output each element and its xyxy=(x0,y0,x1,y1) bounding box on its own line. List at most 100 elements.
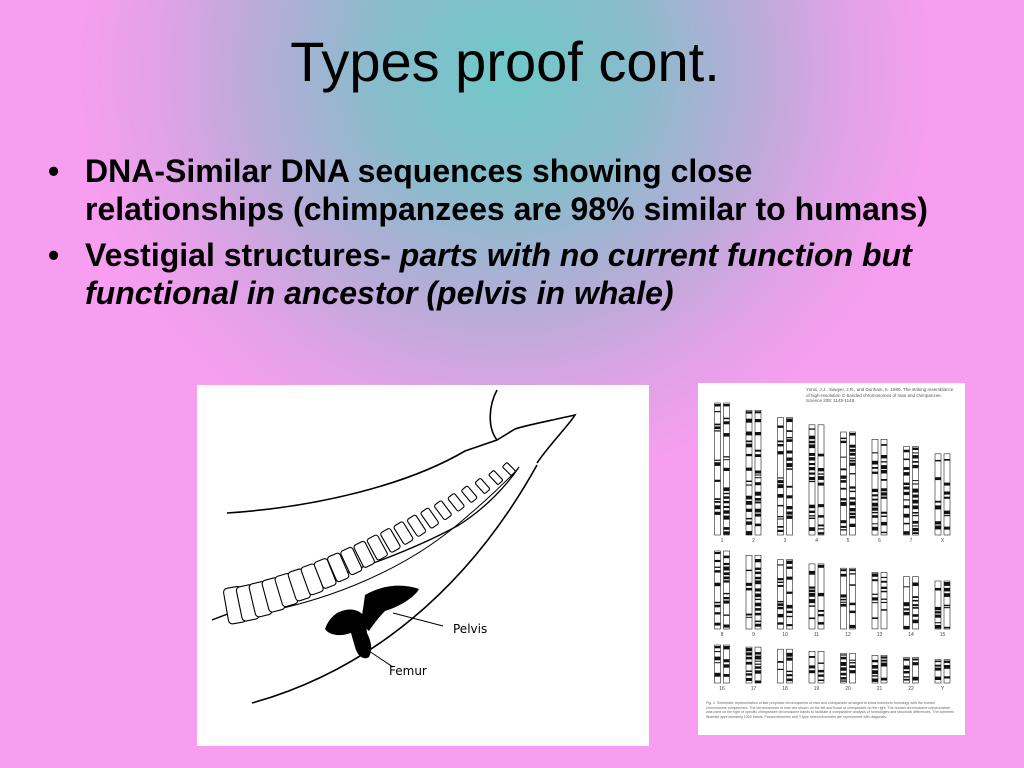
chromosome-band xyxy=(849,444,856,448)
chromosome-band xyxy=(723,597,730,600)
chromosome-band xyxy=(755,660,761,662)
chromosome-number-label: 15 xyxy=(940,632,946,638)
chromosome-band xyxy=(872,678,878,682)
chromosome-band xyxy=(872,511,878,514)
chromosome-band xyxy=(944,459,950,461)
chromosome-band xyxy=(809,517,815,519)
chromosome-band xyxy=(755,580,761,585)
chromosome-band xyxy=(755,663,761,665)
chromosome-band xyxy=(746,411,752,414)
vertebra xyxy=(340,546,363,576)
chromosome-band xyxy=(714,672,721,677)
chromosome-band xyxy=(840,569,847,572)
chromosome-band xyxy=(786,678,793,682)
chromosome-band xyxy=(809,527,815,531)
chromosome-band xyxy=(755,559,761,563)
chromosome-band xyxy=(903,676,910,678)
chromosome xyxy=(817,650,825,684)
chromosome-band xyxy=(777,600,784,603)
chromosome xyxy=(934,580,942,630)
chromosome-band xyxy=(746,467,752,471)
chromosome-band xyxy=(746,673,752,676)
chromosome-band xyxy=(912,607,919,609)
chromosome-band xyxy=(872,502,878,507)
chromosome-band xyxy=(840,525,847,528)
chromosome-band xyxy=(786,670,793,673)
bullet-dna-text: DNA-Similar DNA sequences showing close … xyxy=(85,153,928,227)
chromosome-number-label: 12 xyxy=(845,632,851,638)
chromosome xyxy=(849,653,856,684)
chromosome xyxy=(849,431,856,536)
chromosome-band xyxy=(840,677,847,680)
chromosome-band xyxy=(786,591,793,594)
chromosome-band xyxy=(714,552,721,555)
chromosome-band xyxy=(849,497,856,500)
chromosome-band xyxy=(881,465,887,469)
chromosome-band xyxy=(809,570,815,575)
chromosome-band xyxy=(818,610,824,612)
chromosome-band xyxy=(881,492,887,496)
chromosome-band xyxy=(755,620,761,623)
chromosome-band xyxy=(809,617,815,620)
chromosome-band xyxy=(777,581,784,583)
chromosome-band xyxy=(912,499,919,504)
whale-vertebrae xyxy=(223,462,516,625)
chromosome-band xyxy=(881,576,887,578)
chromosome-band xyxy=(944,593,950,597)
chromosome-band xyxy=(723,456,730,458)
chromosome-number-label: X xyxy=(941,538,945,544)
vertebra xyxy=(461,485,478,503)
chromosome-band xyxy=(786,437,793,439)
chromosome-band xyxy=(755,419,761,423)
chromosome-band xyxy=(881,455,887,459)
chromosome-number-label: 1 xyxy=(721,538,724,544)
chromosome-band xyxy=(818,564,824,568)
chromosome xyxy=(777,417,784,536)
chromosome-band xyxy=(840,672,847,676)
chromosome-band xyxy=(714,566,721,568)
chromosome-band xyxy=(723,417,730,420)
chromosome xyxy=(840,567,847,630)
chromosome-band xyxy=(840,468,847,471)
vertebra xyxy=(502,462,516,476)
chromosome-band xyxy=(755,666,761,669)
chromosome-band xyxy=(777,440,784,443)
chromosome-band xyxy=(903,665,910,670)
chromosome-band xyxy=(714,651,721,653)
chromosome-band xyxy=(881,469,887,474)
chromosome-band xyxy=(746,656,752,660)
whale-lower-outline xyxy=(251,464,538,704)
chromosome-band xyxy=(903,513,910,518)
chromosome-band xyxy=(912,596,919,598)
chromosome-band xyxy=(818,679,824,681)
chromosome-band xyxy=(840,498,847,501)
chromosome-band xyxy=(881,586,887,589)
chromosome-number-label: 11 xyxy=(814,632,819,638)
chromosome-band xyxy=(714,656,721,661)
chromosome-band xyxy=(746,440,752,443)
chromosome-band xyxy=(912,525,919,527)
chromosome-band xyxy=(872,498,878,501)
chromosome-band xyxy=(849,501,856,506)
chromosome-band xyxy=(903,586,910,588)
chromosome-band xyxy=(872,471,878,474)
chromosome-band xyxy=(723,500,730,504)
chromosome xyxy=(745,409,753,536)
chromosome-band xyxy=(935,459,941,462)
chromosome-band xyxy=(818,622,824,625)
chromosome xyxy=(786,559,793,630)
chromosome-band xyxy=(840,594,847,598)
chromosome-number-label: 8 xyxy=(721,632,724,638)
chromosome-band xyxy=(714,511,721,515)
vertebra xyxy=(380,528,401,553)
chromosome-band xyxy=(872,452,878,454)
chromosome-band xyxy=(912,488,919,493)
chromosome-band xyxy=(755,501,761,504)
chromosome-band xyxy=(786,624,793,627)
vertebra xyxy=(327,552,350,583)
chromosome-band xyxy=(809,435,815,440)
chromosome-band xyxy=(903,608,910,611)
chromosome-band xyxy=(746,484,752,486)
chromosome-band xyxy=(746,569,752,572)
